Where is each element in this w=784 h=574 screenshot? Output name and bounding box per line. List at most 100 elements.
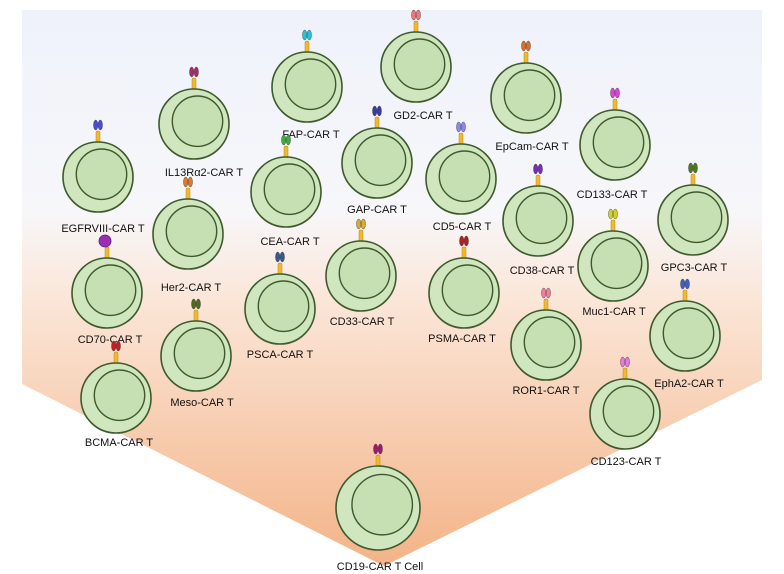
receptor-chain-left	[183, 176, 189, 188]
cell-nucleus	[351, 473, 414, 536]
receptor-chain-right	[545, 287, 551, 299]
car-t-cell: CEA-CAR T	[250, 134, 322, 248]
car-t-cell: Her2-CAR T	[152, 176, 224, 294]
car-t-cell: CD5-CAR T	[425, 121, 497, 233]
car-t-cell: PSCA-CAR T	[244, 251, 316, 361]
receptor-chain-right	[624, 356, 630, 368]
cell-nucleus	[515, 192, 568, 245]
receptor-chain-left	[541, 287, 547, 299]
receptor-chain-right	[279, 251, 285, 263]
cell-nucleus	[93, 369, 146, 422]
receptor-chain-right	[537, 163, 543, 175]
cell-nucleus	[523, 316, 576, 369]
cell-nucleus	[257, 280, 310, 333]
cell-label: CD19-CAR T Cell	[337, 561, 423, 573]
receptor-chain-right	[193, 66, 199, 78]
receptor-chain-left	[302, 29, 308, 41]
receptor-chain-left	[191, 298, 197, 310]
receptor-chain-right	[460, 121, 466, 133]
cell-nucleus	[284, 58, 337, 111]
car-t-cell: EphA2-CAR T	[649, 278, 724, 390]
receptor-chain-right	[115, 340, 121, 352]
receptor-chain-left	[533, 163, 539, 175]
car-t-cell: CD19-CAR T Cell	[335, 443, 423, 573]
car-t-cell: BCMA-CAR T	[80, 340, 153, 449]
receptor-chain-right	[285, 134, 291, 146]
car-t-cell: PSMA-CAR T	[428, 235, 500, 345]
receptor-chain-left	[680, 278, 686, 290]
cell-label: PSCA-CAR T	[247, 349, 314, 361]
receptor-chain-left	[620, 356, 626, 368]
cell-nucleus	[263, 163, 316, 216]
cell-label: Her2-CAR T	[161, 282, 222, 294]
receptor-chain-right	[306, 29, 312, 41]
car-t-cell: CD70-CAR T	[71, 234, 143, 346]
receptor-chain-right	[376, 105, 382, 117]
receptor-chain-right	[360, 218, 366, 230]
receptor-chain-right	[195, 298, 201, 310]
cell-nucleus	[354, 134, 407, 187]
receptor-ball	[98, 234, 112, 248]
cell-nucleus	[662, 307, 715, 360]
cell-nucleus	[670, 191, 723, 244]
car-t-cell: CD133-CAR T	[577, 87, 651, 201]
car-t-cell: ROR1-CAR T	[510, 287, 582, 397]
cell-nucleus	[592, 116, 645, 169]
cell-label: Meso-CAR T	[170, 397, 234, 409]
receptor-chain-left	[521, 40, 527, 52]
car-t-cell: CD33-CAR T	[325, 218, 397, 328]
cell-label: CD70-CAR T	[78, 334, 143, 346]
receptor-chain-left	[411, 9, 417, 21]
cell-label: EGFRVIII-CAR T	[61, 223, 145, 235]
receptor-chain-left	[281, 134, 287, 146]
receptor-chain-left	[610, 87, 616, 99]
cell-nucleus	[393, 38, 446, 91]
cell-label: PSMA-CAR T	[428, 333, 496, 345]
car-t-cell: CD123-CAR T	[589, 356, 662, 468]
cells-layer: EGFRVIII-CAR T IL13Rα2-CAR T FAP-CAR T GD2-…	[61, 9, 729, 573]
cell-nucleus	[173, 327, 226, 380]
cell-label: CD38-CAR T	[510, 265, 575, 277]
receptor-chain-right	[525, 40, 531, 52]
car-t-cell: Meso-CAR T	[160, 298, 234, 409]
receptor-chain-left	[372, 105, 378, 117]
receptor-chain-right	[692, 162, 698, 174]
receptor-chain-right	[684, 278, 690, 290]
cell-label: GAP-CAR T	[347, 204, 407, 216]
cell-label: CD133-CAR T	[577, 189, 648, 201]
cell-label: EphA2-CAR T	[654, 378, 724, 390]
cell-label: IL13Rα2-CAR T	[165, 167, 244, 179]
receptor-chain-left	[189, 66, 195, 78]
car-t-cell: Muc1-CAR T	[577, 208, 649, 318]
cell-label: FAP-CAR T	[282, 129, 340, 141]
cell-label: GD2-CAR T	[393, 110, 452, 122]
car-t-cell: GAP-CAR T	[341, 105, 413, 216]
receptor-chain-left	[373, 443, 379, 455]
receptor-chain-left	[275, 251, 281, 263]
cell-nucleus	[602, 385, 655, 438]
car-t-cell: GPC3-CAR T	[657, 162, 729, 274]
receptor-chain-left	[688, 162, 694, 174]
cell-nucleus	[338, 247, 391, 300]
cell-nucleus	[75, 148, 128, 201]
car-t-cell: EpCam-CAR T	[490, 40, 569, 153]
receptor-chain-right	[463, 235, 469, 247]
cell-nucleus	[171, 95, 224, 148]
cell-nucleus	[438, 150, 491, 203]
cell-label: CD5-CAR T	[433, 221, 492, 233]
receptor-chain-right	[612, 208, 618, 220]
cell-label: GPC3-CAR T	[661, 262, 728, 274]
receptor-chain-right	[187, 176, 193, 188]
receptor-chain-right	[614, 87, 620, 99]
receptor-chain-right	[377, 443, 383, 455]
cell-label: CD123-CAR T	[591, 456, 662, 468]
receptor-chain-left	[356, 218, 362, 230]
cell-nucleus	[590, 237, 643, 290]
receptor-chain-right	[97, 119, 103, 131]
cell-nucleus	[165, 205, 218, 258]
car-t-cell: FAP-CAR T	[271, 29, 343, 141]
car-t-cell: GD2-CAR T	[380, 9, 453, 122]
receptor-chain-left	[456, 121, 462, 133]
cell-label: Muc1-CAR T	[582, 306, 646, 318]
